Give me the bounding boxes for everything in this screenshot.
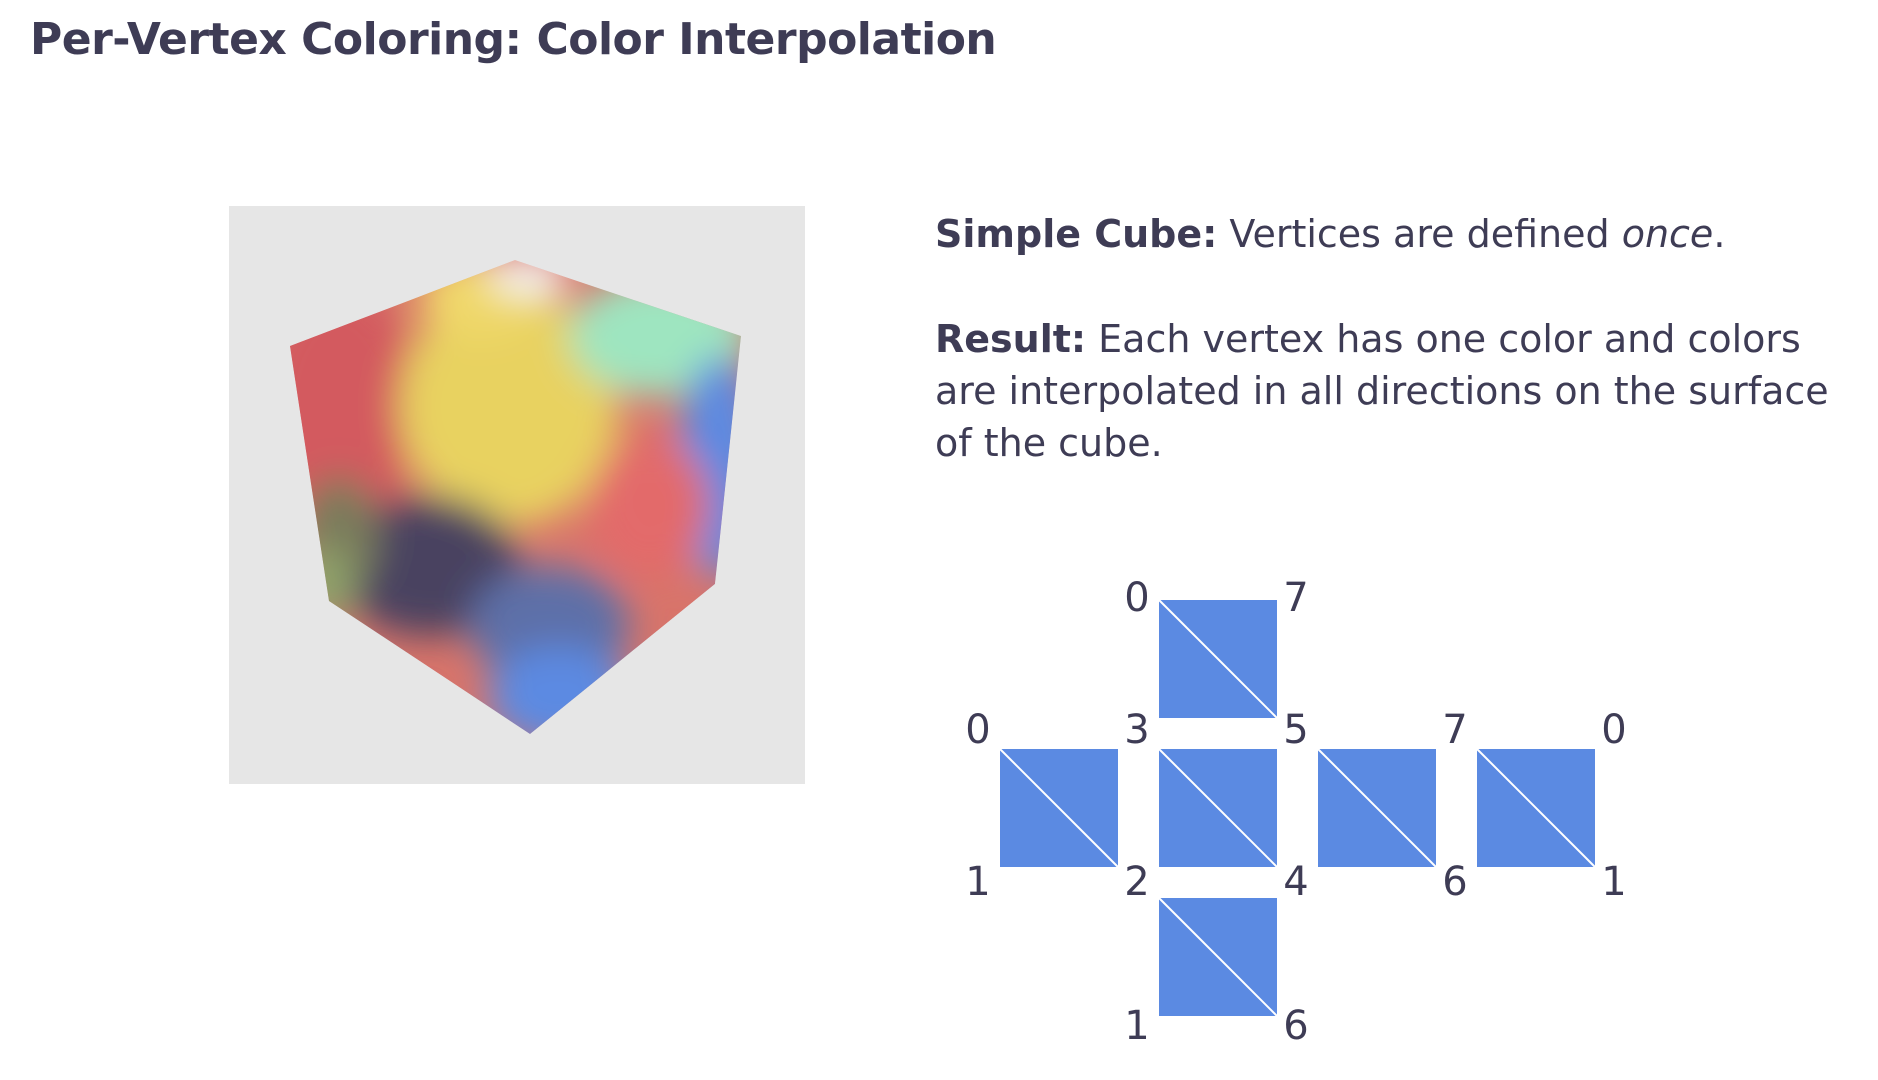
vertex-label: 1 xyxy=(1124,1003,1150,1049)
page-title: Per-Vertex Coloring: Color Interpolation xyxy=(30,14,997,65)
net-face-top xyxy=(1158,599,1278,719)
simple-cube-period: . xyxy=(1713,212,1726,256)
vertex-label: 6 xyxy=(1283,1003,1309,1049)
vertex-label: 0 xyxy=(1601,707,1627,753)
interpolated-cube-image xyxy=(290,260,741,734)
vertex-label: 4 xyxy=(1283,859,1309,905)
vertex-label: 0 xyxy=(965,707,991,753)
vertex-label: 3 xyxy=(1124,707,1150,753)
cube-render-panel xyxy=(229,206,805,784)
simple-cube-description: Simple Cube: Vertices are defined once. xyxy=(935,208,1855,260)
result-label: Result: xyxy=(935,317,1087,361)
vertex-label: 7 xyxy=(1442,707,1468,753)
vertex-label: 5 xyxy=(1283,707,1309,753)
vertex-label: 2 xyxy=(1124,859,1150,905)
vertex-label: 1 xyxy=(965,859,991,905)
simple-cube-text: Vertices are defined xyxy=(1217,212,1622,256)
vertex-label: 0 xyxy=(1124,575,1150,621)
net-face-front xyxy=(1158,748,1278,868)
result-description: Result: Each vertex has one color and co… xyxy=(935,313,1855,469)
vertex-label: 7 xyxy=(1283,575,1309,621)
simple-cube-label: Simple Cube: xyxy=(935,212,1218,256)
net-face-back xyxy=(1476,748,1596,868)
once-emphasis: once xyxy=(1621,212,1714,256)
net-face-right xyxy=(1317,748,1437,868)
vertex-label: 1 xyxy=(1601,859,1627,905)
result-text: Each vertex has one color and colors are… xyxy=(935,317,1829,465)
vertex-label: 6 xyxy=(1442,859,1468,905)
net-face-left xyxy=(999,748,1119,868)
net-face-bottom xyxy=(1158,897,1278,1017)
